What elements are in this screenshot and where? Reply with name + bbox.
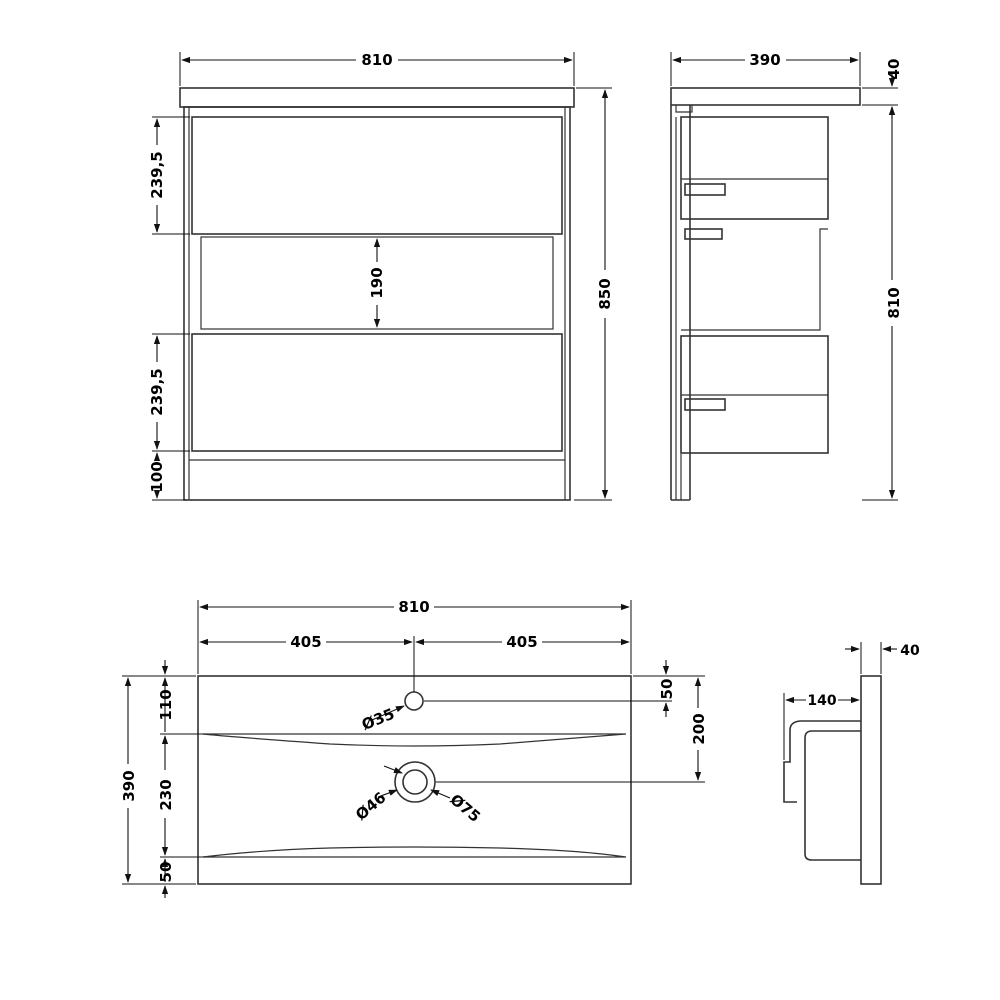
side-top-drawer bbox=[680, 116, 829, 220]
side-depth-label: 390 bbox=[749, 51, 780, 69]
waste-outer bbox=[394, 761, 436, 803]
waste-outer-diameter-label: Ø75 bbox=[447, 790, 484, 825]
side-elevation bbox=[670, 87, 861, 501]
basin-section-bowl bbox=[804, 730, 861, 861]
side-top-bracket bbox=[675, 105, 693, 113]
front-width-label: 810 bbox=[361, 51, 392, 69]
basin-outline bbox=[197, 675, 632, 885]
front-worktop bbox=[179, 87, 575, 108]
top-drawer bbox=[191, 116, 563, 235]
top-drawer-height-label: 239,5 bbox=[148, 151, 166, 198]
side-dimensions: 390 40 810 bbox=[670, 51, 903, 501]
basin-plan-dimensions: 810 405 405 390 110 230 50 50 bbox=[120, 598, 708, 898]
open-shelf-height-label: 190 bbox=[368, 267, 386, 298]
tap-offset-label: 110 bbox=[157, 689, 175, 720]
bottom-drawer bbox=[191, 333, 563, 452]
basin-section-dimensions: 40 140 bbox=[783, 642, 920, 760]
front-elevation bbox=[179, 87, 575, 501]
bowl-back-edge bbox=[202, 733, 627, 747]
waste-offset-label: 200 bbox=[690, 713, 708, 744]
bowl-depth-label: 140 bbox=[807, 693, 836, 709]
front-dimensions: 810 850 239,5 190 239,5 100 bbox=[148, 51, 614, 501]
basin-section-slab bbox=[860, 675, 882, 885]
bowl-front-edge bbox=[202, 846, 627, 858]
basin-section-bowl-back bbox=[783, 720, 861, 803]
bowl-span-label: 230 bbox=[157, 779, 175, 810]
basin-thickness-label: 40 bbox=[900, 643, 920, 659]
basin-half-right-label: 405 bbox=[506, 633, 537, 651]
front-lip-label: 50 bbox=[157, 862, 175, 883]
middle-shelf-handle bbox=[684, 228, 723, 240]
basin-depth-label: 390 bbox=[120, 770, 138, 801]
bottom-drawer-handle bbox=[684, 398, 726, 411]
side-shelf-outline bbox=[681, 228, 828, 331]
basin-section-view bbox=[783, 675, 882, 885]
tap-hole bbox=[404, 691, 424, 711]
front-carcass bbox=[183, 106, 571, 501]
front-height-label: 850 bbox=[596, 278, 614, 309]
side-top-thickness-label: 40 bbox=[885, 59, 903, 80]
plinth-height-label: 100 bbox=[148, 461, 166, 492]
side-worktop bbox=[670, 87, 861, 106]
waste-inner bbox=[402, 769, 428, 795]
open-shelf-recess bbox=[200, 236, 554, 330]
tap-hole-offset-label: 50 bbox=[658, 679, 676, 700]
bottom-drawer-height-label: 239,5 bbox=[148, 368, 166, 415]
basin-plan-view bbox=[197, 675, 632, 885]
basin-half-left-label: 405 bbox=[290, 633, 321, 651]
basin-width-label: 810 bbox=[398, 598, 429, 616]
side-body-height-label: 810 bbox=[885, 287, 903, 318]
waste-inner-diameter-label: Ø46 bbox=[352, 788, 389, 823]
tap-hole-diameter-label: Ø35 bbox=[359, 705, 397, 734]
top-drawer-handle bbox=[684, 183, 726, 196]
